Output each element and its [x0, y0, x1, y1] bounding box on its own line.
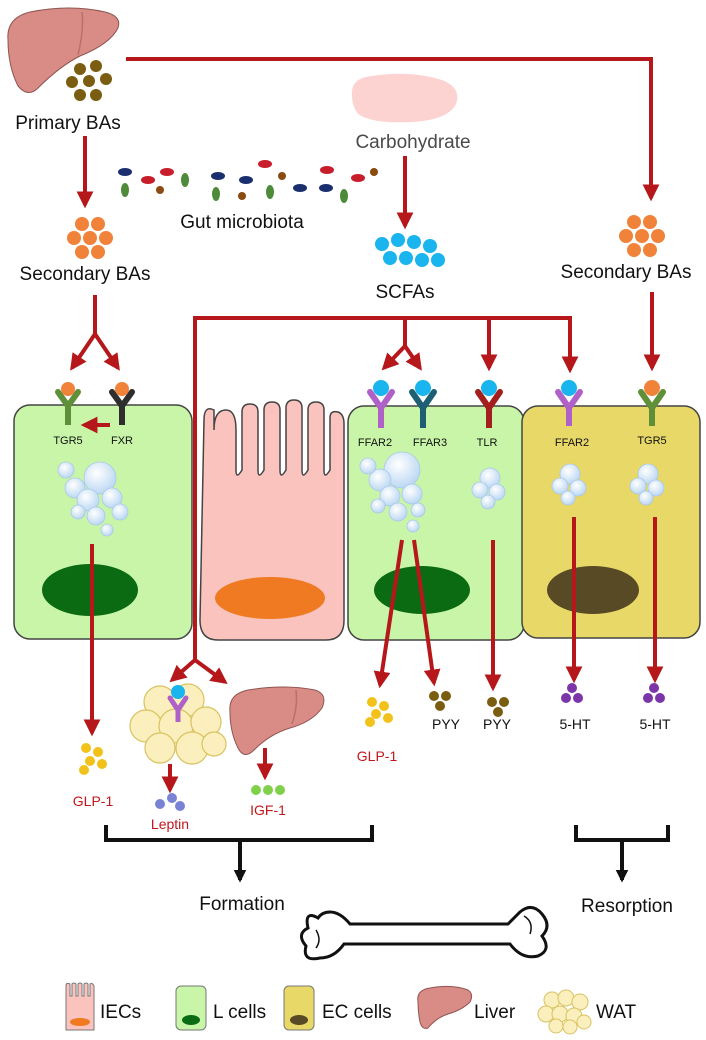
- arrows: [70, 57, 664, 794]
- label-5ht-1: 5-HT: [559, 716, 591, 732]
- iec-cell-nucleus: [215, 577, 325, 619]
- label-ffar3: FFAR3: [413, 437, 447, 449]
- label-scfas: SCFAs: [375, 282, 434, 303]
- label-5ht-2: 5-HT: [639, 716, 671, 732]
- pyy-dots-1: [429, 691, 451, 711]
- label-carbohydrate: Carbohydrate: [355, 132, 470, 153]
- ffar2-receptor-ec: [555, 380, 583, 426]
- legend-l-cells-label: L cells: [213, 1002, 266, 1023]
- ht-dots-1: [561, 683, 583, 703]
- legend-ec-cell-icon: [283, 985, 315, 1031]
- label-glp1-mid: GLP-1: [357, 748, 398, 764]
- legend-ec-cells-label: EC cells: [322, 1002, 392, 1023]
- wat-icon: [129, 683, 227, 765]
- label-tgr5-left: TGR5: [53, 435, 82, 447]
- vesicles-ec-1: [551, 463, 587, 506]
- label-fxr: FXR: [111, 435, 133, 447]
- vesicles-tlr: [471, 467, 506, 510]
- ec-cell-nucleus: [547, 566, 639, 614]
- ffar2-receptor-l: [367, 380, 395, 428]
- legend-iecs-label: IECs: [100, 1002, 141, 1023]
- legend-wat-icon: [537, 989, 592, 1035]
- bracket-formation: [104, 825, 374, 883]
- label-tgr5-ec: TGR5: [637, 435, 666, 447]
- legend-iec-icon: [65, 982, 95, 1031]
- iec-cell: [199, 399, 345, 641]
- primary-ba-dots: [66, 60, 112, 101]
- label-ffar2-l: FFAR2: [358, 437, 392, 449]
- secondary-ba-dots-left: [67, 217, 113, 259]
- legend: IECs L cells EC cells Liver WAT: [65, 982, 636, 1035]
- bracket-resorption: [574, 825, 670, 883]
- legend-l-cell-icon: [175, 985, 207, 1031]
- vesicles-left: [57, 461, 129, 537]
- pyy-dots-2: [487, 697, 509, 717]
- bone-icon: [300, 906, 549, 961]
- liver-icon-top: [7, 7, 120, 93]
- label-secondary-bas-left: Secondary BAs: [20, 264, 151, 285]
- legend-liver-icon: [417, 985, 473, 1029]
- tgr5-receptor-left: [55, 382, 81, 425]
- liver-icon-lower: [229, 686, 325, 755]
- legend-liver-label: Liver: [474, 1002, 516, 1023]
- label-gut-microbiota: Gut microbiota: [180, 212, 304, 233]
- vesicles-middle: [359, 451, 426, 533]
- label-pyy-1: PYY: [432, 716, 461, 732]
- label-resorption: Resorption: [581, 896, 673, 917]
- carbohydrate-blob: [351, 73, 458, 123]
- label-tlr: TLR: [477, 437, 498, 449]
- scfa-dots: [375, 233, 445, 267]
- tgr5-receptor-ec: [638, 380, 666, 426]
- label-igf1: IGF-1: [250, 802, 286, 818]
- label-secondary-bas-right: Secondary BAs: [561, 262, 692, 283]
- fxr-receptor: [109, 382, 135, 425]
- label-ffar2-ec: FFAR2: [555, 437, 589, 449]
- vesicles-ec-2: [629, 463, 665, 506]
- label-primary-bas: Primary BAs: [15, 113, 121, 134]
- glp1-dots-left: [79, 743, 107, 775]
- label-glp1-left: GLP-1: [73, 793, 114, 809]
- secondary-ba-dots-right: [619, 215, 665, 257]
- glp1-dots-mid: [365, 697, 393, 727]
- label-formation: Formation: [199, 894, 285, 915]
- legend-wat-label: WAT: [596, 1002, 636, 1023]
- ht-dots-2: [643, 683, 665, 703]
- gut-microbiota-icon: [118, 160, 378, 203]
- leptin-dots: [155, 793, 185, 811]
- label-leptin: Leptin: [151, 816, 189, 832]
- ffar3-receptor: [409, 380, 437, 428]
- igf1-dots: [251, 785, 285, 795]
- wat-receptor: [167, 685, 189, 722]
- tlr-receptor: [475, 380, 503, 428]
- label-pyy-2: PYY: [483, 716, 512, 732]
